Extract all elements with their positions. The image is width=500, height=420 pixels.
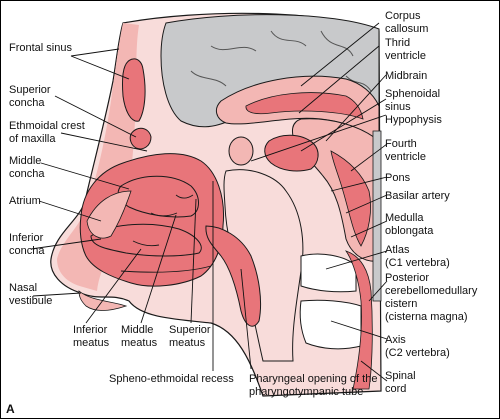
label-hypophysis: Hypophysis — [385, 114, 442, 126]
label-nasal-vestibule: Nasal vestibule — [9, 282, 52, 307]
label-sphenoidal-sinus: Sphenoidal sinus — [385, 88, 443, 113]
label-third-ventricle: Thrid ventricle — [385, 37, 426, 62]
panel-letter: A — [6, 402, 15, 416]
labels-right: Corpus callosum Thrid ventricle Midbrain… — [385, 10, 480, 395]
label-midbrain: Midbrain — [385, 70, 427, 82]
label-frontal-sinus: Frontal sinus — [9, 42, 72, 54]
label-medulla-oblongata: Medulla oblongata — [385, 212, 434, 237]
labels-bottom: Inferior meatus Middle meatus Superior m… — [6, 324, 381, 416]
label-ethmoidal-crest: Ethmoidal crest of maxilla — [9, 120, 88, 145]
label-pons: Pons — [385, 172, 411, 184]
label-superior-meatus: Superior meatus — [169, 324, 214, 349]
label-corpus-callosum: Corpus callosum — [385, 10, 428, 35]
label-atlas: Atlas (C1 vertebra) — [385, 244, 450, 269]
frontal-sinus-shape — [121, 58, 146, 122]
leader-lines — [30, 22, 388, 382]
label-inferior-meatus: Inferior meatus — [73, 324, 110, 349]
label-fourth-ventricle: Fourth ventricle — [385, 138, 426, 163]
label-pharyngeal-opening: Pharyngeal opening of the pharyngotympan… — [249, 373, 381, 398]
label-spheno-ethmoidal-recess: Spheno-ethmoidal recess — [109, 373, 234, 385]
label-superior-concha: Superior concha — [9, 84, 54, 109]
pharynx — [223, 169, 304, 362]
label-axis: Axis (C2 vertebra) — [385, 334, 450, 359]
label-middle-concha: Middle concha — [9, 155, 45, 180]
label-atrium: Atrium — [9, 195, 41, 207]
label-posterior-cistern: Posterior cerebellomedullary cistern (ci… — [385, 272, 480, 323]
label-middle-meatus: Middle meatus — [121, 324, 158, 349]
label-basilar-artery: Basilar artery — [385, 190, 450, 202]
label-inferior-concha: Inferior concha — [9, 232, 46, 257]
labels-left: Frontal sinus Superior concha Ethmoidal … — [9, 42, 88, 307]
label-spinal-cord: Spinal cord — [385, 370, 419, 395]
